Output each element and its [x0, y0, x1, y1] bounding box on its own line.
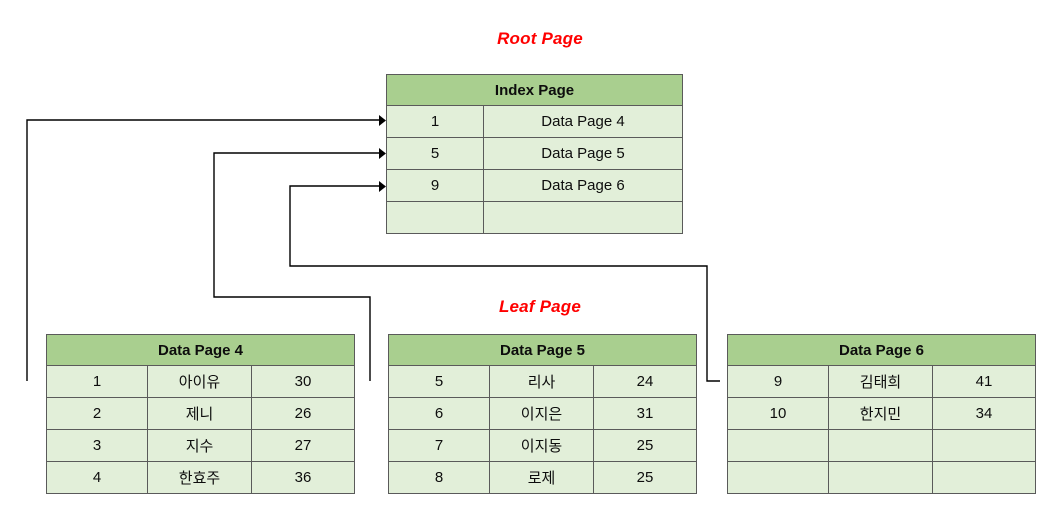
row-age-cell: 34 — [931, 397, 1037, 430]
row-name-cell: 이지동 — [489, 429, 594, 462]
index-pointer-cell: Data Page 4 — [482, 105, 684, 138]
data-page-5-header: Data Page 5 — [387, 334, 698, 366]
table-row[interactable]: 2 제니 26 — [46, 397, 356, 430]
index-key-cell: 1 — [386, 105, 484, 138]
row-id-cell: 1 — [46, 365, 148, 398]
leaf-page-caption: Leaf Page — [498, 297, 582, 316]
table-row[interactable]: 5 리사 24 — [388, 365, 698, 398]
row-name-cell: 리사 — [489, 365, 594, 398]
table-row[interactable]: 1 Data Page 4 — [386, 105, 684, 138]
row-name-cell: 제니 — [147, 397, 252, 430]
index-pointer-cell: Data Page 5 — [482, 137, 684, 170]
row-name-cell: 로제 — [489, 461, 594, 494]
table-row[interactable]: 8 로제 25 — [388, 461, 698, 494]
row-name-cell: 한효주 — [147, 461, 252, 494]
table-row[interactable]: 3 지수 27 — [46, 429, 356, 462]
row-id-cell: 2 — [46, 397, 148, 430]
table-row[interactable]: 9 김태희 41 — [727, 365, 1037, 398]
table-row[interactable]: 5 Data Page 5 — [386, 137, 684, 170]
row-name-cell — [828, 461, 933, 494]
data-page-6-table: Data Page 6 9 김태희 41 10 한지민 34 — [726, 334, 1037, 494]
index-key-cell: 5 — [386, 137, 484, 170]
row-age-cell: 36 — [250, 461, 356, 494]
data-page-5-header-row: Data Page 5 — [387, 334, 698, 366]
data-page-6-header: Data Page 6 — [726, 334, 1037, 366]
row-id-cell: 9 — [727, 365, 829, 398]
row-age-cell: 27 — [250, 429, 356, 462]
row-name-cell: 지수 — [147, 429, 252, 462]
index-page-header: Index Page — [385, 74, 684, 106]
table-row[interactable] — [727, 461, 1037, 494]
row-id-cell — [727, 429, 829, 462]
row-age-cell — [931, 461, 1037, 494]
data-page-6-header-row: Data Page 6 — [726, 334, 1037, 366]
row-id-cell: 6 — [388, 397, 490, 430]
table-row[interactable]: 9 Data Page 6 — [386, 169, 684, 202]
row-id-cell: 5 — [388, 365, 490, 398]
row-id-cell: 3 — [46, 429, 148, 462]
row-name-cell: 한지민 — [828, 397, 933, 430]
row-name-cell: 김태희 — [828, 365, 933, 398]
index-pointer-cell — [482, 201, 684, 234]
row-age-cell: 31 — [592, 397, 698, 430]
row-age-cell: 30 — [250, 365, 356, 398]
table-row[interactable]: 4 한효주 36 — [46, 461, 356, 494]
row-age-cell: 41 — [931, 365, 1037, 398]
table-row[interactable] — [386, 201, 684, 234]
index-key-cell: 9 — [386, 169, 484, 202]
table-row[interactable]: 7 이지동 25 — [388, 429, 698, 462]
row-age-cell: 26 — [250, 397, 356, 430]
row-age-cell: 25 — [592, 461, 698, 494]
data-page-4-table: Data Page 4 1 아이유 30 2 제니 26 3 지수 27 4 한… — [45, 334, 356, 494]
table-row[interactable] — [727, 429, 1037, 462]
row-id-cell: 4 — [46, 461, 148, 494]
table-row[interactable]: 10 한지민 34 — [727, 397, 1037, 430]
root-page-caption: Root Page — [497, 29, 583, 48]
row-name-cell: 이지은 — [489, 397, 594, 430]
row-name-cell — [828, 429, 933, 462]
index-key-cell — [386, 201, 484, 234]
data-page-4-header: Data Page 4 — [45, 334, 356, 366]
row-age-cell — [931, 429, 1037, 462]
row-name-cell: 아이유 — [147, 365, 252, 398]
row-id-cell: 7 — [388, 429, 490, 462]
index-pointer-cell: Data Page 6 — [482, 169, 684, 202]
row-age-cell: 24 — [592, 365, 698, 398]
row-id-cell: 10 — [727, 397, 829, 430]
table-row[interactable]: 6 이지은 31 — [388, 397, 698, 430]
row-id-cell — [727, 461, 829, 494]
index-page-header-row: Index Page — [385, 74, 684, 106]
data-page-4-header-row: Data Page 4 — [45, 334, 356, 366]
table-row[interactable]: 1 아이유 30 — [46, 365, 356, 398]
row-age-cell: 25 — [592, 429, 698, 462]
row-id-cell: 8 — [388, 461, 490, 494]
data-page-5-table: Data Page 5 5 리사 24 6 이지은 31 7 이지동 25 8 … — [387, 334, 698, 494]
index-page-table: Index Page 1 Data Page 4 5 Data Page 5 9… — [385, 74, 684, 234]
